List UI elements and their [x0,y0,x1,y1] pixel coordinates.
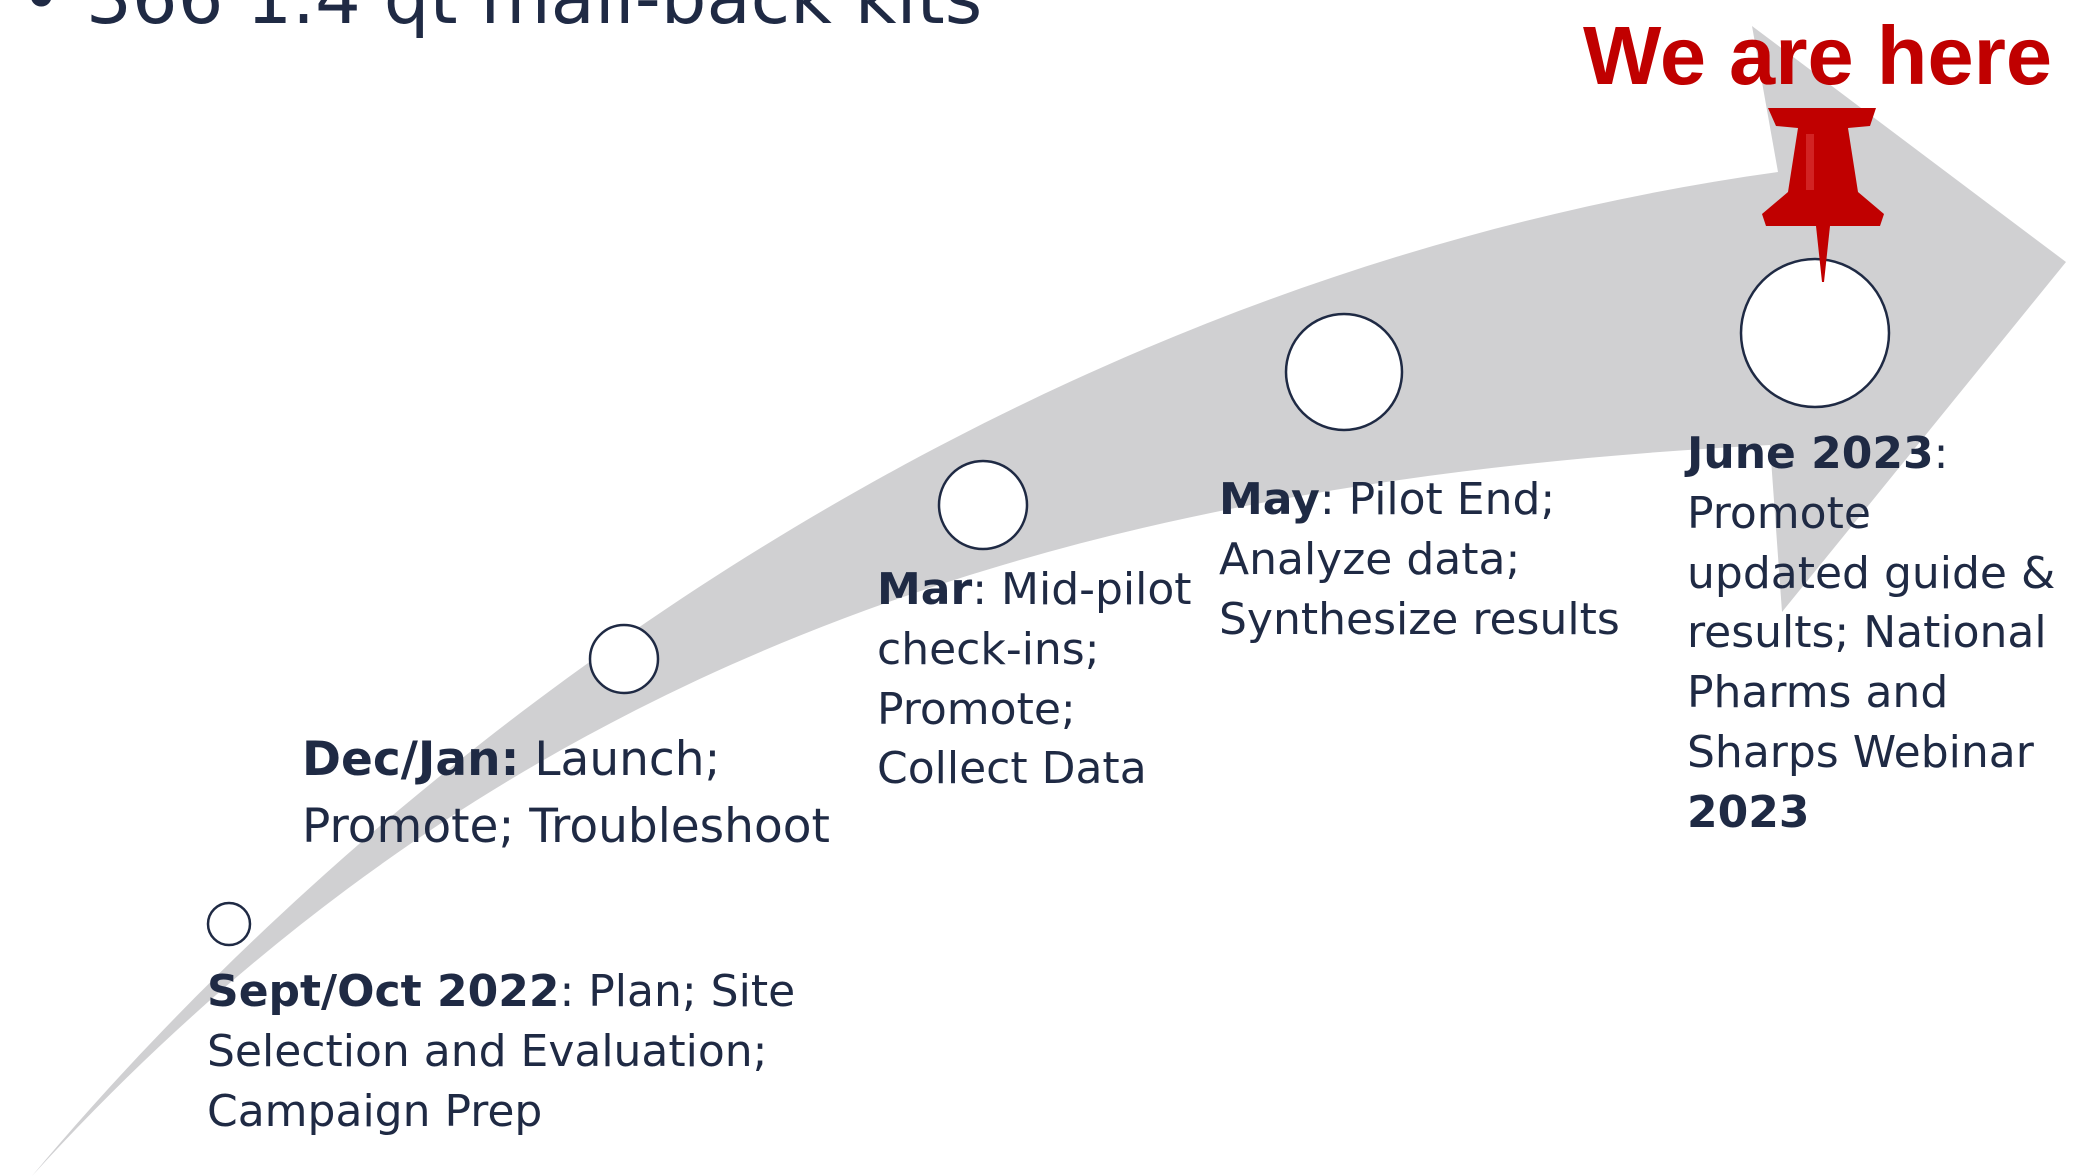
milestone-line: Collect Data [877,743,1147,795]
milestone-date: May [1219,474,1320,525]
milestone-sept-oct: Sept/Oct 2022: Plan; Site Selection and … [207,962,827,1141]
milestone-circle-sept-oct [206,901,252,947]
milestone-line: check-ins; [877,623,1100,675]
timeline-arrow [32,26,2066,1176]
milestone-line: Sept/Oct 2022: Plan; Site [207,966,796,1017]
milestone-line: Mar: Mid-pilot [877,564,1192,615]
milestone-date: Sept/Oct 2022 [207,966,560,1017]
milestone-year: 2023 [1687,786,1810,838]
milestone-line: Promote [1687,487,1871,539]
milestone-line: Synthesize results [1219,593,1620,645]
milestone-line: Pharms and [1687,667,1949,719]
milestone-line: May: Pilot End; [1219,474,1556,525]
milestone-line: Promote; [877,683,1076,735]
milestone-circle-mar [937,459,1029,551]
milestone-line: June 2023: [1687,428,1949,479]
milestone-line: Campaign Prep [207,1085,543,1137]
we-are-here-label: We are here [1583,9,2053,102]
milestone-circle-may [1284,312,1404,432]
milestone-line: results; National [1687,607,2047,659]
milestone-line: updated guide & [1687,547,2056,599]
heading-text: 366 1.4 qt mail-back kits [86,0,982,40]
milestone-line: 2023 [1687,783,2067,843]
milestone-line: Dec/Jan: Launch; [302,732,721,787]
bullet-heading: •366 1.4 qt mail-back kits [20,0,982,34]
bullet-icon: • [20,0,86,34]
milestone-mar: Mar: Mid-pilot check-ins; Promote; Colle… [877,560,1217,799]
milestone-line: Sharps Webinar [1687,727,2034,779]
milestone-line: Promote; Troubleshoot [302,798,830,854]
milestone-date: Dec/Jan: [302,732,520,787]
milestone-june: June 2023: Promote updated guide & resul… [1687,424,2067,843]
milestone-date: Mar [877,564,973,615]
pushpin-icon [1762,108,1884,282]
milestone-circle-dec-jan [588,623,660,695]
milestone-may: May: Pilot End; Analyze data; Synthesize… [1219,470,1659,649]
milestone-line: Selection and Evaluation; [207,1025,768,1077]
milestone-circle-june [1739,257,1891,409]
milestone-line: Analyze data; [1219,533,1521,585]
milestone-dec-jan: Dec/Jan: Launch; Promote; Troubleshoot [302,727,862,860]
milestone-date: June 2023 [1687,428,1934,479]
